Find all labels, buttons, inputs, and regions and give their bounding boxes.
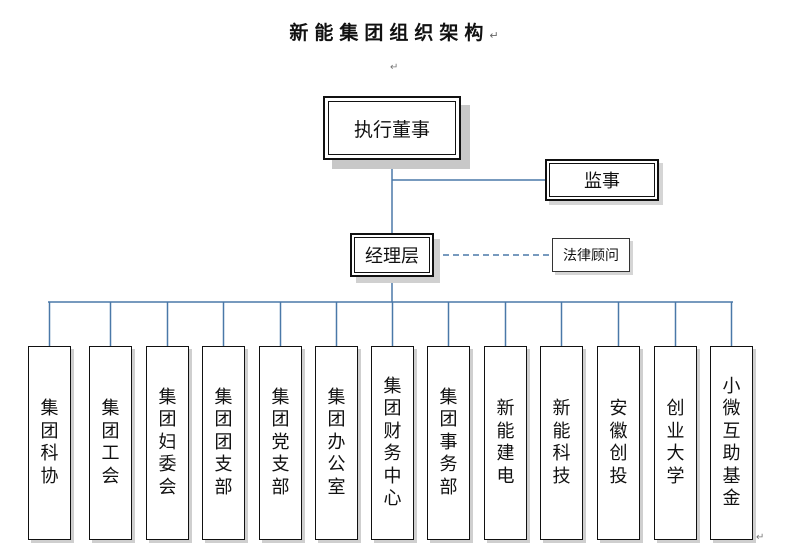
department-box: 集团团支部 xyxy=(202,346,245,540)
paragraph-mark-icon: ↵ xyxy=(756,532,765,543)
department-box: 安徽创投 xyxy=(597,346,640,540)
exec-board-label: 执行董事 xyxy=(353,118,430,141)
management-box: 经理层 xyxy=(350,233,434,277)
department-box: 集团党支部 xyxy=(259,346,302,540)
department-label: 安徽创投 xyxy=(609,398,628,487)
department-label: 集团财务中心 xyxy=(383,375,402,510)
department-label: 集团妇委会 xyxy=(158,386,177,498)
department-box: 新能科技 xyxy=(540,346,583,540)
department-label: 新能建电 xyxy=(496,398,515,487)
department-label: 集团办公室 xyxy=(327,386,346,498)
paragraph-mark-icon: ↵ xyxy=(489,29,499,42)
management-label: 经理层 xyxy=(365,246,419,267)
department-box: 新能建电 xyxy=(484,346,527,540)
department-label: 新能科技 xyxy=(552,398,571,487)
department-box: 集团事务部 xyxy=(427,346,470,540)
exec-board-box: 执行董事 xyxy=(323,96,461,160)
department-box: 集团工会 xyxy=(89,346,132,540)
department-box: 小微互助基金 xyxy=(710,346,753,540)
legal-advisor-box: 法律顾问 xyxy=(552,238,630,272)
department-box: 创业大学 xyxy=(654,346,697,540)
supervisor-label: 监事 xyxy=(584,171,620,192)
department-label: 集团事务部 xyxy=(439,386,458,498)
paragraph-mark-icon: ↵ xyxy=(390,62,399,73)
department-label: 创业大学 xyxy=(666,398,685,487)
department-box: 集团办公室 xyxy=(315,346,358,540)
department-label: 集团工会 xyxy=(101,398,120,487)
department-box: 集团妇委会 xyxy=(146,346,189,540)
department-box: 集团财务中心 xyxy=(371,346,414,540)
department-label: 集团团支部 xyxy=(214,386,233,498)
department-drop-lines xyxy=(48,302,733,346)
legal-advisor-label: 法律顾问 xyxy=(563,248,619,264)
department-label: 集团党支部 xyxy=(271,386,290,498)
chart-title: 新能集团组织架构↵ xyxy=(289,22,499,44)
department-label: 小微互助基金 xyxy=(722,375,741,510)
supervisor-box: 监事 xyxy=(545,159,659,201)
department-box: 集团科协 xyxy=(28,346,71,540)
department-label: 集团科协 xyxy=(40,398,59,487)
